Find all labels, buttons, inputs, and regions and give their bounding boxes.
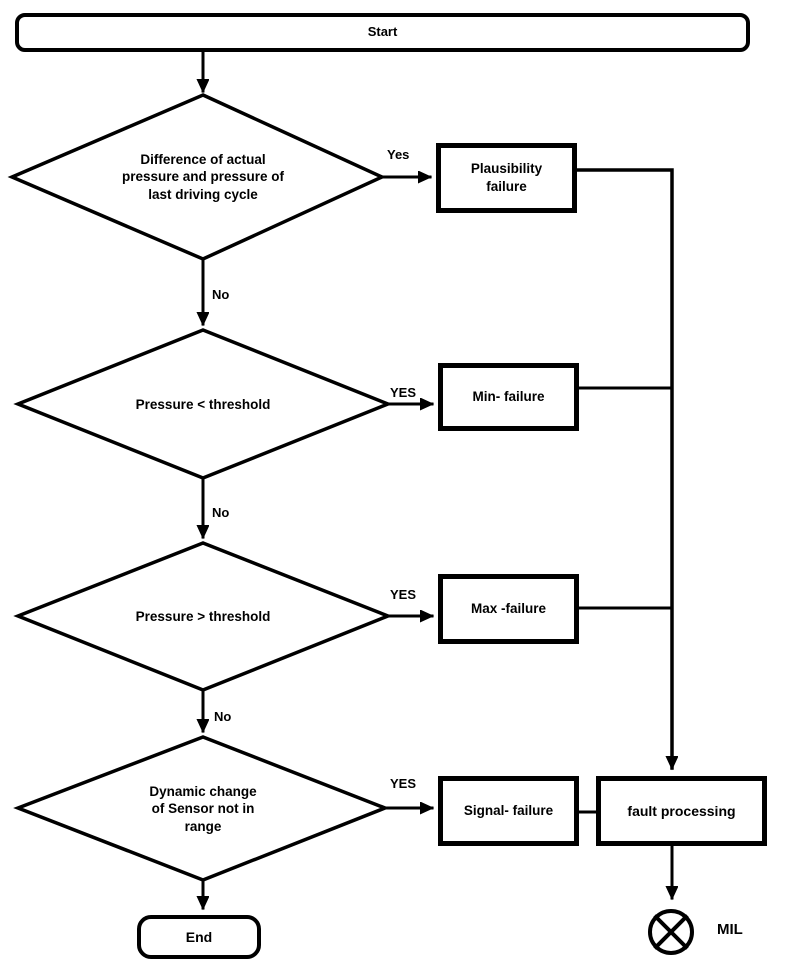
decision-3-label: Pressure > threshold [103, 606, 303, 628]
signal-failure-box: Signal- failure [438, 776, 579, 846]
decision-4-line: range [184, 818, 222, 834]
decision-3-line: Pressure > threshold [135, 609, 271, 625]
decision-2-no-label: No [212, 505, 230, 520]
decision-1-label: Difference of actual pressure and pressu… [93, 141, 313, 213]
decision-1-line: last driving cycle [148, 186, 258, 202]
decision-3-no-label: No [214, 709, 232, 724]
fault-processing-label: fault processing [627, 802, 736, 819]
plausibility-failure-line: Plausibility [470, 161, 543, 177]
end-node: End [137, 915, 261, 959]
start-label: Start [367, 24, 398, 40]
decision-1-line: pressure and pressure of [121, 169, 285, 185]
decision-1-diamond [7, 93, 387, 261]
decision-4-line: of Sensor not in [151, 801, 255, 817]
plausibility-failure-box: Plausibility failure [436, 143, 577, 213]
decision-1-yes-label: Yes [387, 147, 410, 162]
decision-2-line: Pressure < threshold [135, 397, 271, 413]
connector-lines [203, 50, 672, 908]
decision-4-diamond [13, 735, 390, 882]
decision-4-yes-label: YES [390, 776, 417, 791]
mil-label: MIL [717, 921, 743, 938]
min-failure-line: Min- failure [472, 389, 545, 405]
decision-2-diamond [13, 328, 393, 480]
plausibility-failure-line: failure [486, 179, 527, 194]
max-failure-line: Max -failure [470, 601, 547, 617]
min-failure-box: Min- failure [438, 363, 579, 431]
decision-4-line: Dynamic change [149, 784, 257, 800]
start-node: Start [15, 13, 750, 52]
decision-1-line: Difference of actual [140, 152, 266, 168]
decision-diamonds [7, 93, 393, 882]
mil-lamp-cross [653, 914, 689, 950]
signal-failure-line: Signal- failure [463, 803, 554, 819]
decision-4-label: Dynamic change of Sensor not in range [113, 772, 293, 846]
decision-1-no-label: No [212, 287, 230, 302]
mil-lamp-icon [648, 909, 694, 955]
fault-processing-box: fault processing [596, 776, 767, 846]
decision-3-diamond [13, 541, 393, 692]
max-failure-box: Max -failure [438, 574, 579, 644]
decision-2-yes-label: YES [390, 385, 417, 400]
decision-2-label: Pressure < threshold [103, 394, 303, 416]
connector-plausibility-to-fault-processing [575, 168, 672, 768]
decision-3-yes-label: YES [390, 587, 417, 602]
end-label: End [185, 928, 213, 945]
